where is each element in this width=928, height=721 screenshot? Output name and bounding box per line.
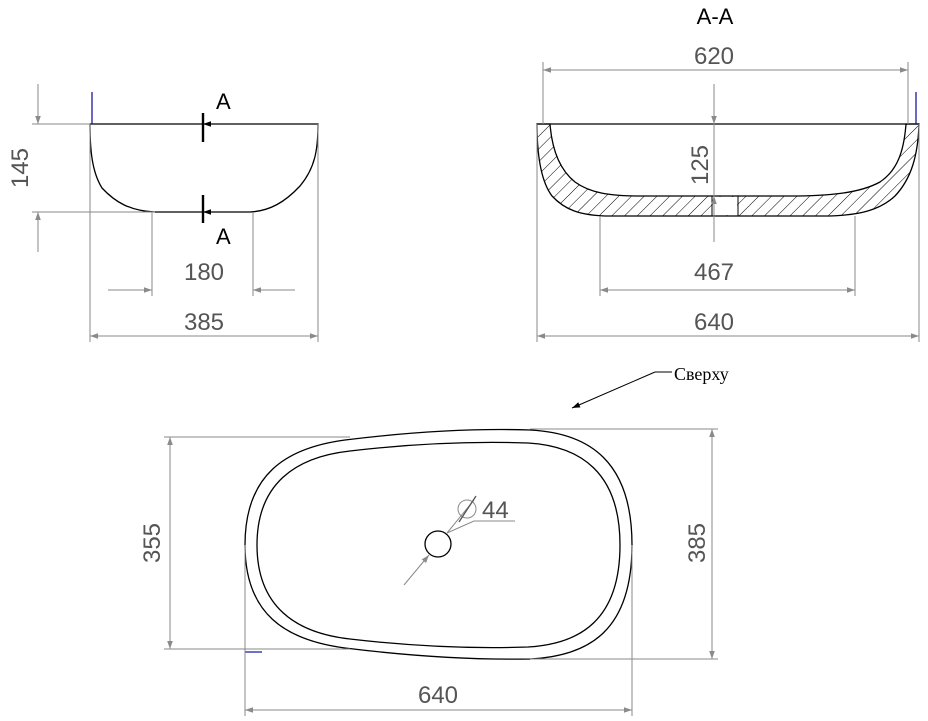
drain-diameter-label: 44 xyxy=(482,497,509,524)
front-width-dimension xyxy=(89,124,319,342)
section-view: A-A 620 125 467 xyxy=(536,4,920,342)
top-width-label: 640 xyxy=(418,682,458,709)
section-drain-opening xyxy=(713,197,737,215)
section-inner-width-label: 620 xyxy=(694,43,734,70)
top-inner-outline xyxy=(256,441,621,649)
section-title: A-A xyxy=(697,4,734,29)
front-height-dimension xyxy=(32,84,155,252)
top-width-dimension xyxy=(244,545,633,716)
top-left-height-label: 355 xyxy=(139,523,166,563)
section-marker-bottom: A xyxy=(216,224,231,249)
top-right-height-dimension xyxy=(530,428,718,660)
front-view: A A 145 180 385 xyxy=(7,84,319,342)
drain-circle xyxy=(424,530,452,558)
section-cut-top xyxy=(201,113,235,142)
section-base-dimension xyxy=(599,216,856,296)
section-depth-label: 125 xyxy=(687,145,714,185)
front-base-dimension xyxy=(108,212,295,296)
section-base-label: 467 xyxy=(694,259,734,286)
section-outer-width-label: 640 xyxy=(694,309,734,336)
front-base-label: 180 xyxy=(184,259,224,286)
front-basin-outline xyxy=(89,123,319,213)
top-view: Сверху 44 355 xyxy=(139,364,729,716)
section-inner-width-dimension xyxy=(542,62,909,124)
front-height-label: 145 xyxy=(7,148,34,188)
view-note-label: Сверху xyxy=(674,364,729,384)
front-width-label: 385 xyxy=(184,309,224,336)
section-marker-top: A xyxy=(216,89,231,114)
top-right-height-label: 385 xyxy=(684,523,711,563)
section-cut-bottom xyxy=(201,195,235,223)
diameter-icon xyxy=(457,495,477,523)
top-left-height-dimension xyxy=(164,436,350,650)
view-note-leader xyxy=(571,371,672,409)
section-outer-width-dimension xyxy=(536,124,920,342)
